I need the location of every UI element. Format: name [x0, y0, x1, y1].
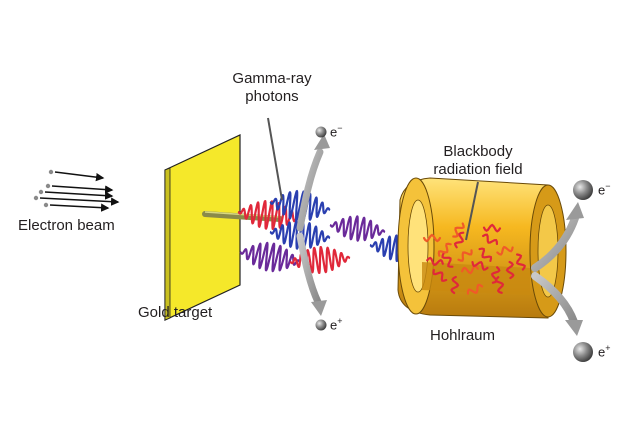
hohlraum-label: Hohlraum	[430, 327, 495, 345]
blackbody-label-line2: radiation field	[418, 161, 538, 179]
electron-dot	[44, 203, 48, 207]
electron-arrow	[45, 192, 112, 196]
electron-label-right: e−	[598, 181, 611, 197]
electron-sphere-left	[316, 127, 327, 138]
electron-dot	[46, 184, 50, 188]
gold-target-edge	[165, 168, 170, 320]
electron-beam-group	[34, 170, 118, 208]
gold-target-label: Gold target	[138, 304, 212, 322]
gold-target-plate	[165, 135, 240, 320]
positron-arrow-left-head	[311, 300, 327, 316]
electron-beam-label: Electron beam	[18, 217, 115, 235]
electron-arrow	[52, 186, 112, 190]
electron-arrow-right-head	[566, 202, 584, 220]
positron-label-right: e+	[598, 343, 611, 359]
electron-label-left: e−	[330, 123, 343, 139]
positron-sphere-right	[573, 342, 593, 362]
gamma-ray-label-line1: Gamma-ray	[222, 70, 322, 88]
blackbody-label-line1: Blackbody	[418, 143, 538, 161]
positron-arrow-left	[300, 236, 318, 302]
blackbody-label: Blackbody radiation field	[418, 143, 538, 179]
electron-dot	[49, 170, 53, 174]
positron-arrow-right-head	[565, 320, 583, 336]
wave-packet	[330, 216, 385, 240]
electron-arrow	[40, 198, 118, 202]
gamma-pointer-line	[268, 118, 282, 200]
positron-label-left: e+	[330, 316, 343, 332]
gamma-ray-label-line2: photons	[222, 88, 322, 106]
electron-sphere-right	[573, 180, 593, 200]
electron-arrow	[55, 172, 103, 178]
electron-dot	[39, 190, 43, 194]
electron-dot	[34, 196, 38, 200]
gamma-ray-label: Gamma-ray photons	[222, 70, 322, 106]
positron-sphere-left	[316, 320, 327, 331]
electron-arrow	[50, 205, 108, 208]
